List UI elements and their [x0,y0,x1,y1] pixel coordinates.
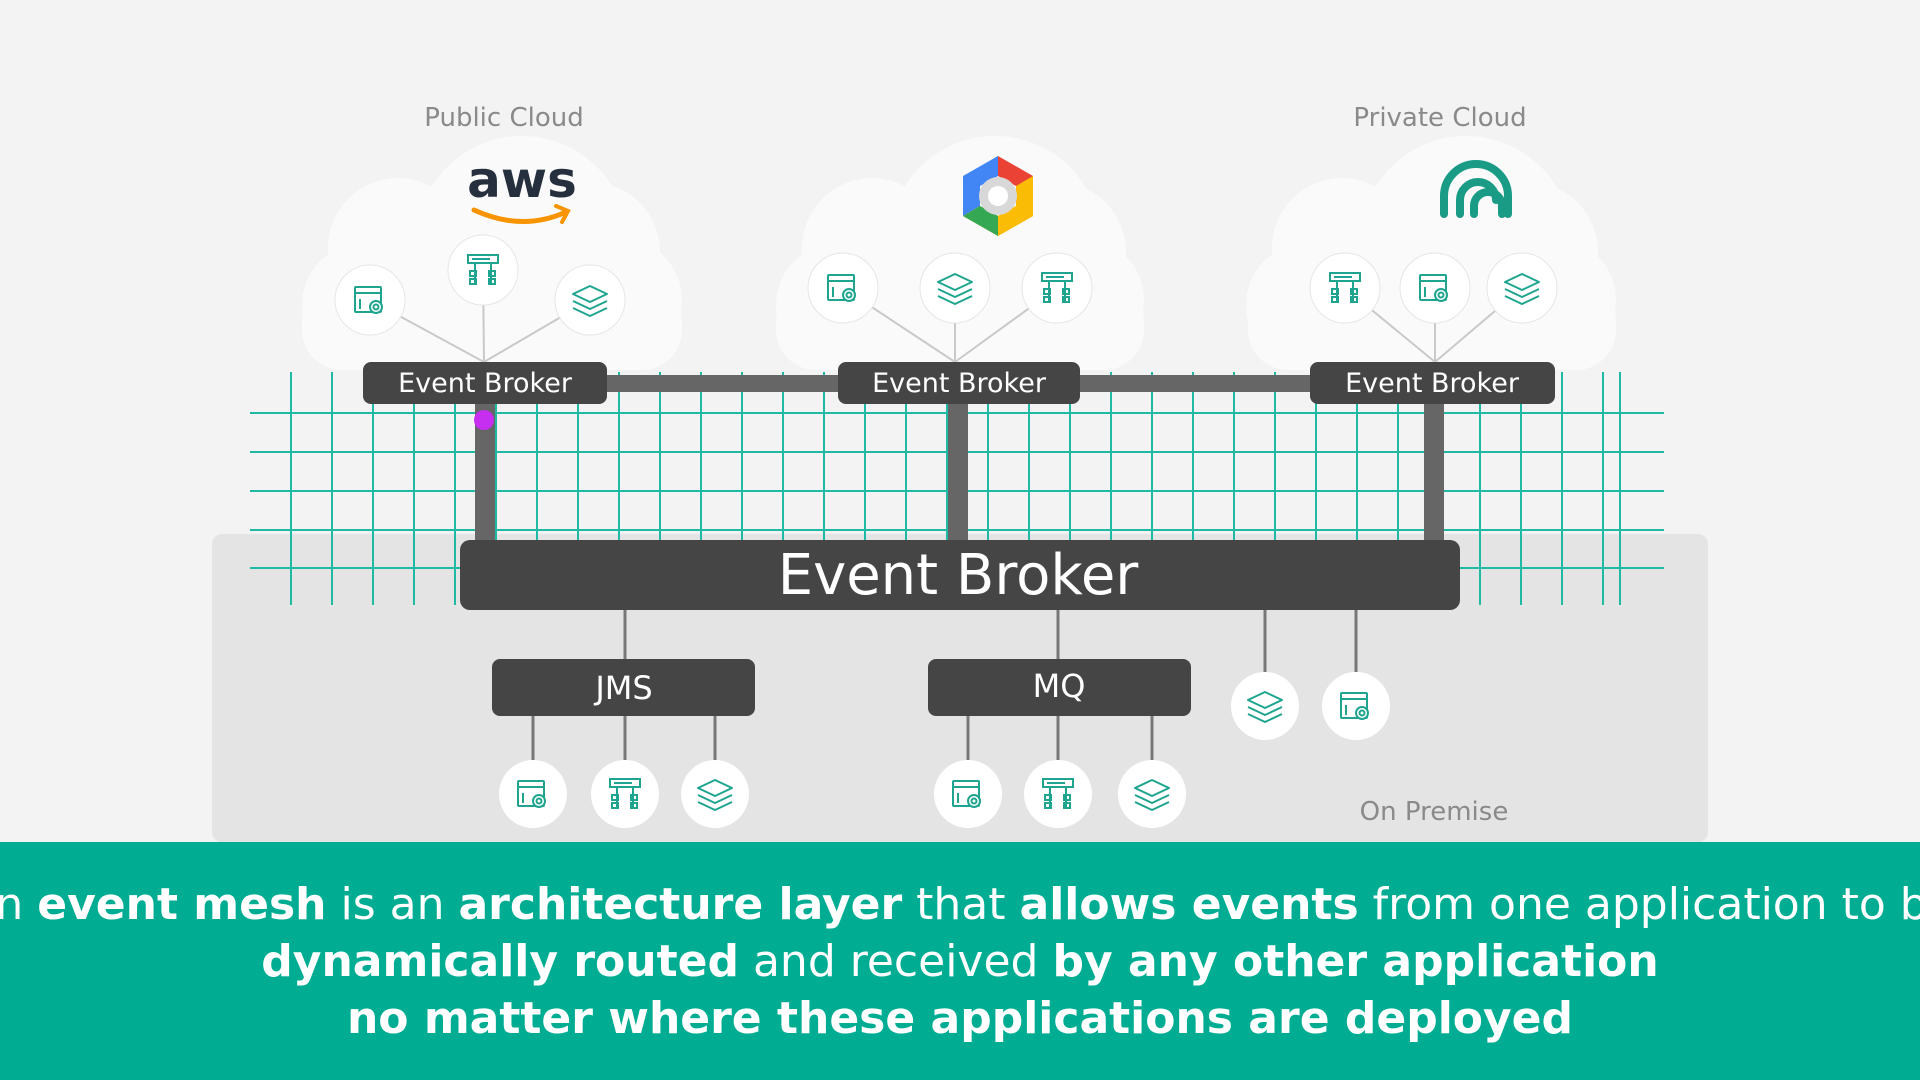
main-event-broker: Event Broker [460,540,1460,610]
main-broker-label: Event Broker [778,543,1140,608]
mq-label: MQ [1033,667,1086,705]
caption-emphasis: architecture layer [458,878,903,930]
caption-text: that [902,878,1020,930]
caption-text: and received [738,935,1053,987]
caption-emphasis: allows events [1019,878,1359,930]
private-broker-label: Event Broker [1345,368,1520,399]
caption-emphasis: dynamically routed [261,935,739,987]
aws-logo-text: aws [467,151,577,209]
caption-emphasis: event mesh [37,878,327,930]
caption-line-1: An event mesh is an architecture layer t… [0,876,1920,933]
pointer-marker [474,410,494,430]
aws-logo: aws [467,151,577,224]
on-premise-app-circles [499,672,1390,828]
caption-emphasis: no matter where these applications are d… [346,992,1574,1044]
google-broker-label: Event Broker [872,368,1047,399]
caption-text: An [0,878,24,930]
caption-emphasis: by any other application [1052,935,1659,987]
caption-text: from one application to be [1358,878,1920,930]
event-mesh-diagram: Public Cloud Private Cloud aws [212,103,1708,842]
jms-broker: JMS [492,659,755,716]
caption-line-2: dynamically routed and received by any o… [261,933,1658,990]
public-cloud-label: Public Cloud [424,103,583,133]
google-cloud-logo [963,156,1033,236]
mq-broker: MQ [928,659,1191,716]
public-broker-label: Event Broker [398,368,573,399]
public-cloud-event-broker: Event Broker [363,362,607,404]
caption-line-3: no matter where these applications are d… [347,990,1573,1047]
on-premise-connectors [531,610,1358,760]
on-premise-label: On Premise [1360,797,1509,827]
private-cloud-logo [1440,160,1512,218]
private-cloud-event-broker: Event Broker [1310,362,1555,404]
jms-label: JMS [593,669,652,707]
caption-text: is an [326,878,459,930]
private-cloud-label: Private Cloud [1353,103,1526,133]
broker-backbone [475,375,1444,545]
app-icon-circles [334,234,1558,336]
caption-banner: An event mesh is an architecture layer t… [0,842,1920,1080]
google-cloud-event-broker: Event Broker [838,362,1080,404]
